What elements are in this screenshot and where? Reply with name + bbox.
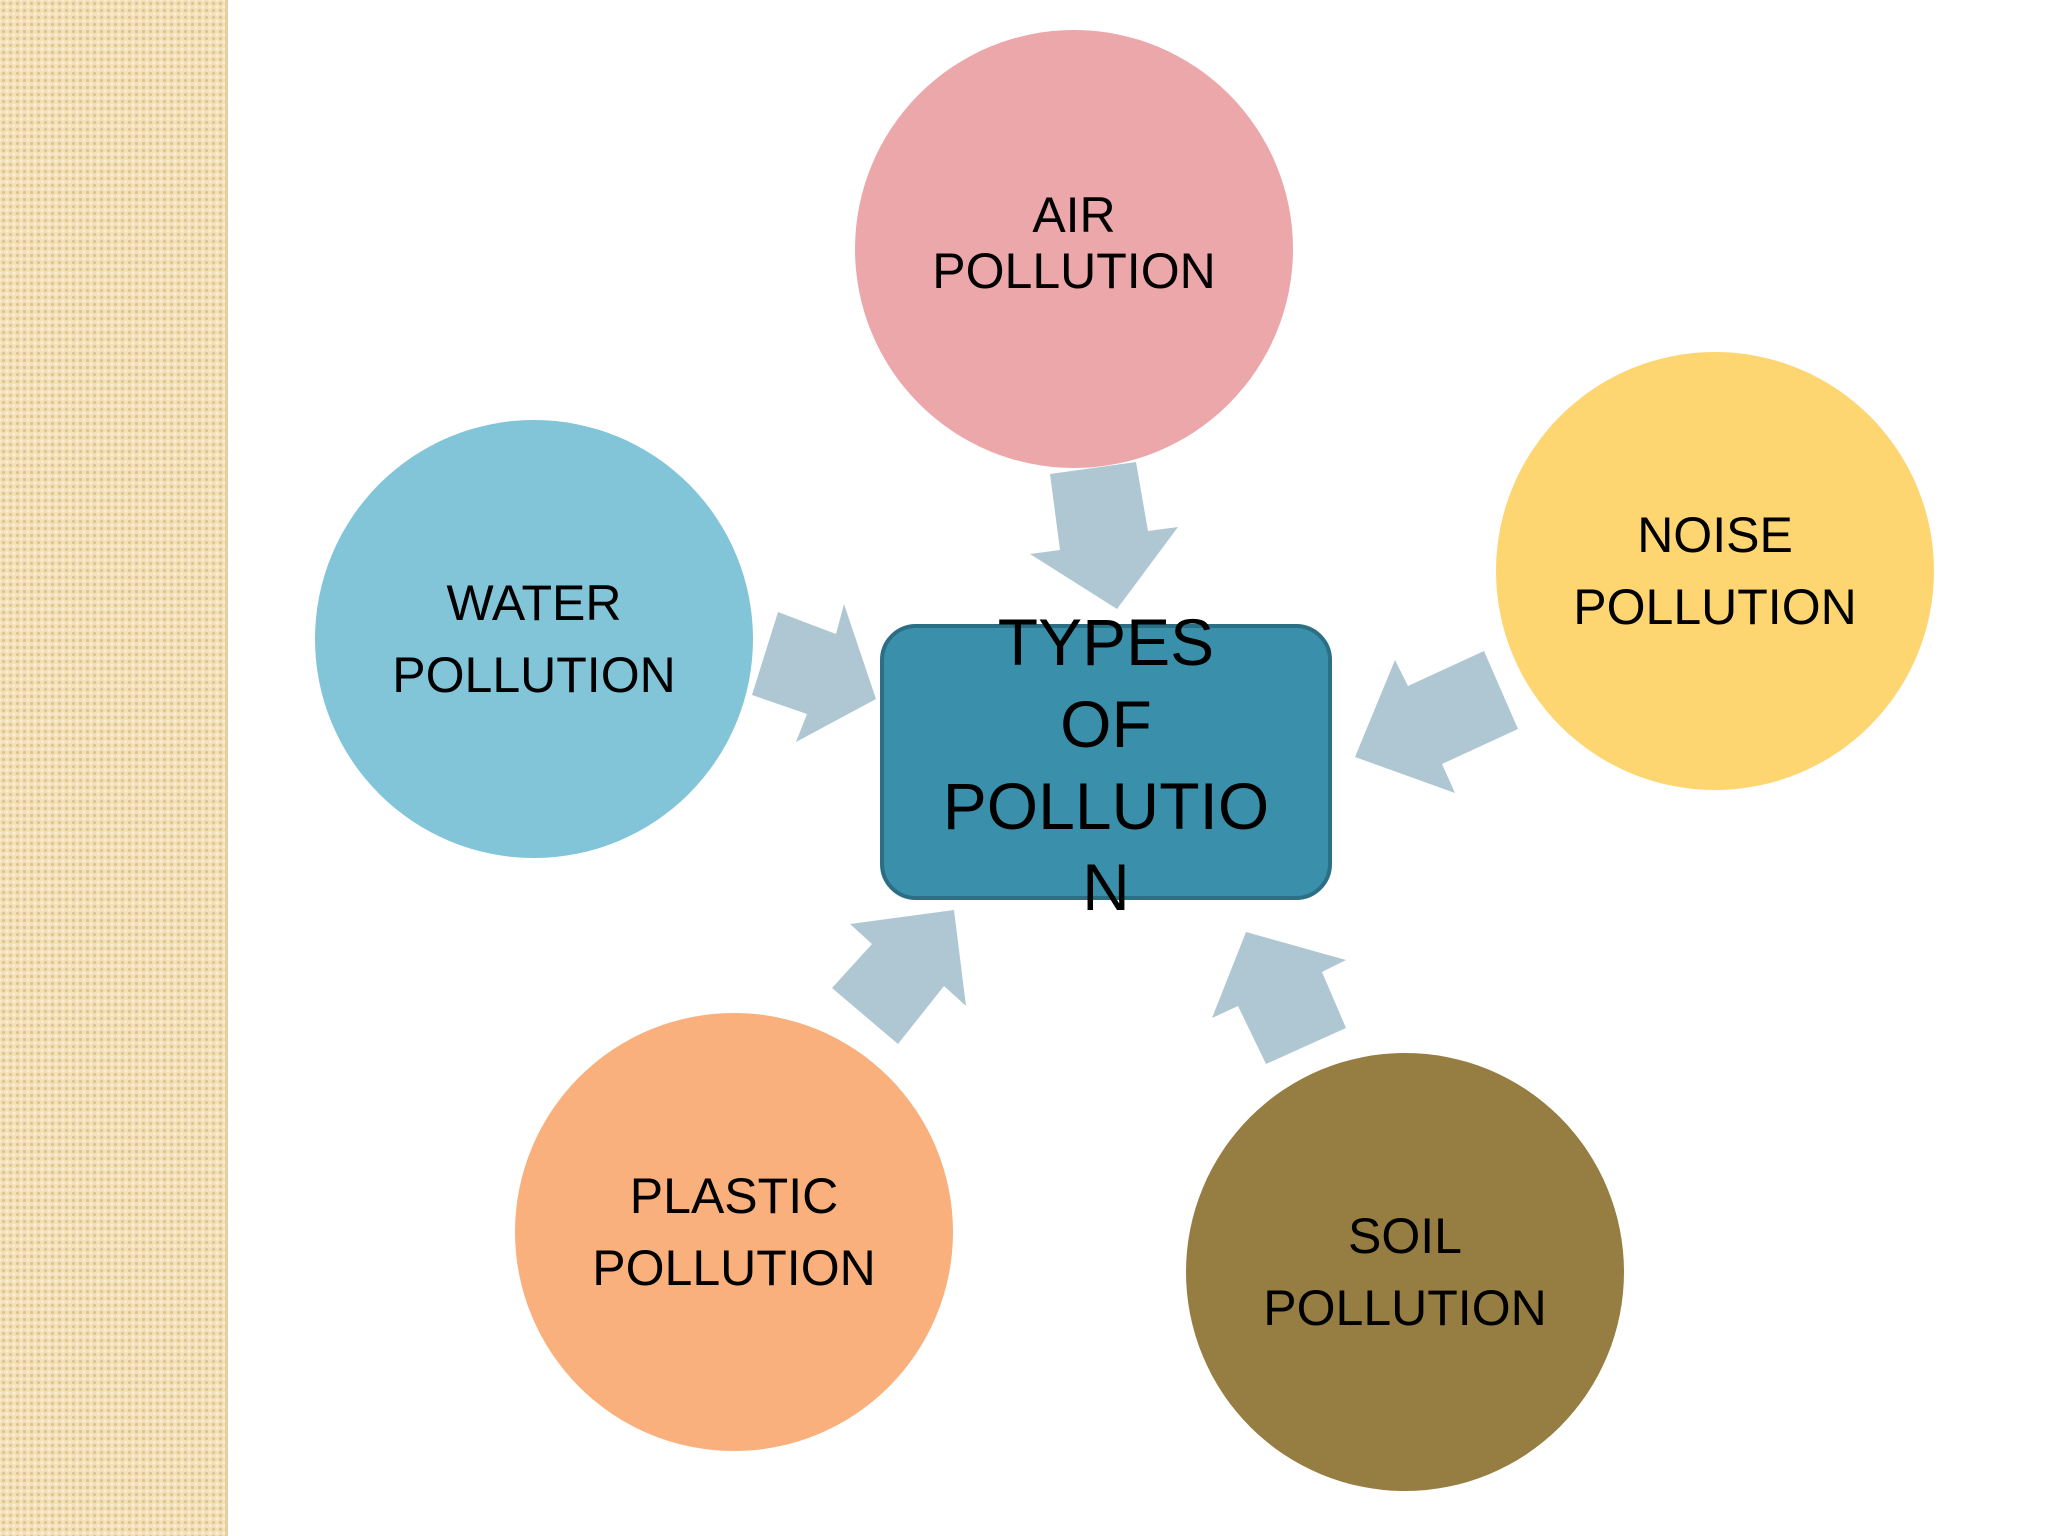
soil-pollution-label-line2: POLLUTION <box>1263 1280 1547 1336</box>
water-pollution-node: WATER POLLUTION <box>315 420 753 858</box>
soil-pollution-node: SOIL POLLUTION <box>1186 1053 1624 1491</box>
water-pollution-label-line2: POLLUTION <box>392 647 676 703</box>
center-title-line2: OF <box>1060 686 1152 761</box>
center-title-line1: TYPES <box>997 605 1215 679</box>
air-pollution-label-line2: POLLUTION <box>932 243 1216 299</box>
center-box <box>880 624 1332 900</box>
center-title-line3: POLLUTIO <box>942 768 1270 843</box>
center-title: TYPES OF POLLUTIO N <box>880 602 1332 929</box>
arrow-noise-to-center <box>1355 651 1518 793</box>
arrow-air-to-center <box>1030 462 1178 609</box>
plastic-pollution-label-line1: PLASTIC <box>629 1167 839 1224</box>
noise-pollution-node: NOISE POLLUTION <box>1496 352 1934 790</box>
plastic-pollution-label-line2: POLLUTION <box>592 1240 876 1296</box>
soil-pollution-label-line1: SOIL <box>1348 1207 1462 1264</box>
center-title-line4: N <box>1082 850 1130 925</box>
noise-pollution-label-line1: NOISE <box>1637 506 1793 563</box>
water-pollution-label-line1: WATER <box>446 574 622 631</box>
noise-pollution-label-line2: POLLUTION <box>1573 579 1857 635</box>
arrow-soil-to-center <box>1212 932 1346 1064</box>
arrow-plastic-to-center <box>832 910 966 1044</box>
plastic-pollution-node: PLASTIC POLLUTION <box>515 1013 953 1451</box>
arrow-water-to-center <box>752 604 876 742</box>
air-pollution-node: AIR POLLUTION <box>855 30 1293 468</box>
air-pollution-label-line1: AIR <box>1032 187 1116 243</box>
decorative-side-band <box>0 0 228 1536</box>
